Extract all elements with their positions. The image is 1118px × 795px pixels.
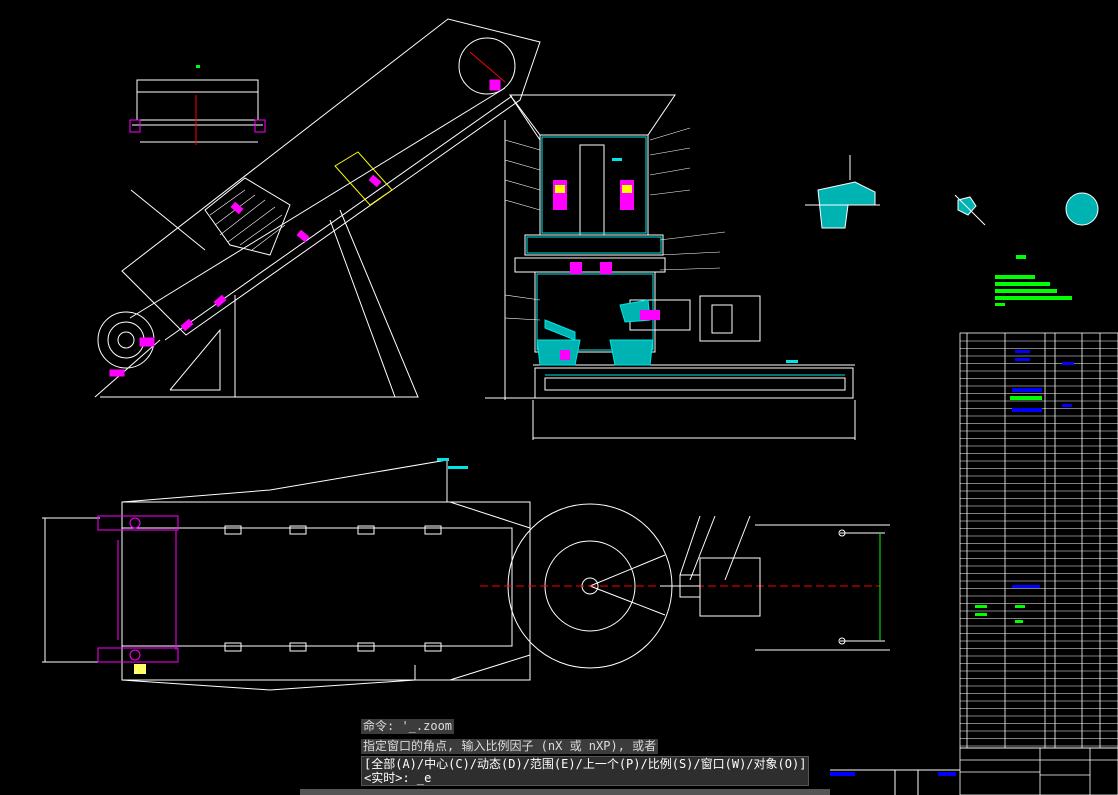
cyan-tags	[437, 158, 798, 469]
conveyor-fittings	[109, 79, 501, 377]
command-prompt-input[interactable]: [全部(A)/中心(C)/动态(D)/范围(E)/上一个(P)/比例(S)/窗口…	[361, 756, 810, 786]
horizontal-scrollbar[interactable]	[300, 789, 830, 795]
plan-marker	[134, 664, 146, 674]
belt-section-detail	[129, 65, 266, 145]
machine-section-cyan	[526, 136, 845, 376]
parts-list-rows	[960, 340, 1118, 747]
green-notes	[995, 255, 1072, 306]
hatch-section-icon	[805, 155, 1099, 229]
top-plan-view	[42, 459, 890, 691]
bottom-title-strip	[830, 769, 960, 795]
command-history-line-2: 指定窗口的角点, 输入比例因子 (nX 或 nXP), 或者	[361, 739, 659, 754]
plan-idlers	[224, 525, 442, 652]
plan-rollers	[97, 515, 179, 663]
command-prompt-options: [全部(A)/中心(C)/动态(D)/范围(E)/上一个(P)/比例(S)/窗口…	[364, 757, 807, 771]
command-history-line-1: 命令: '_.zoom	[361, 719, 455, 734]
parts-list-highlights	[975, 350, 1074, 623]
machine-yellow-parts	[555, 185, 632, 193]
machine-section-view	[485, 94, 856, 440]
command-line-window[interactable]: 命令: '_.zoom 指定窗口的角点, 输入比例因子 (nX 或 nXP), …	[361, 716, 810, 786]
inclined-conveyor-elevation	[94, 18, 541, 398]
command-prompt-current: <实时>: _e	[364, 771, 432, 785]
title-block	[959, 747, 1118, 795]
